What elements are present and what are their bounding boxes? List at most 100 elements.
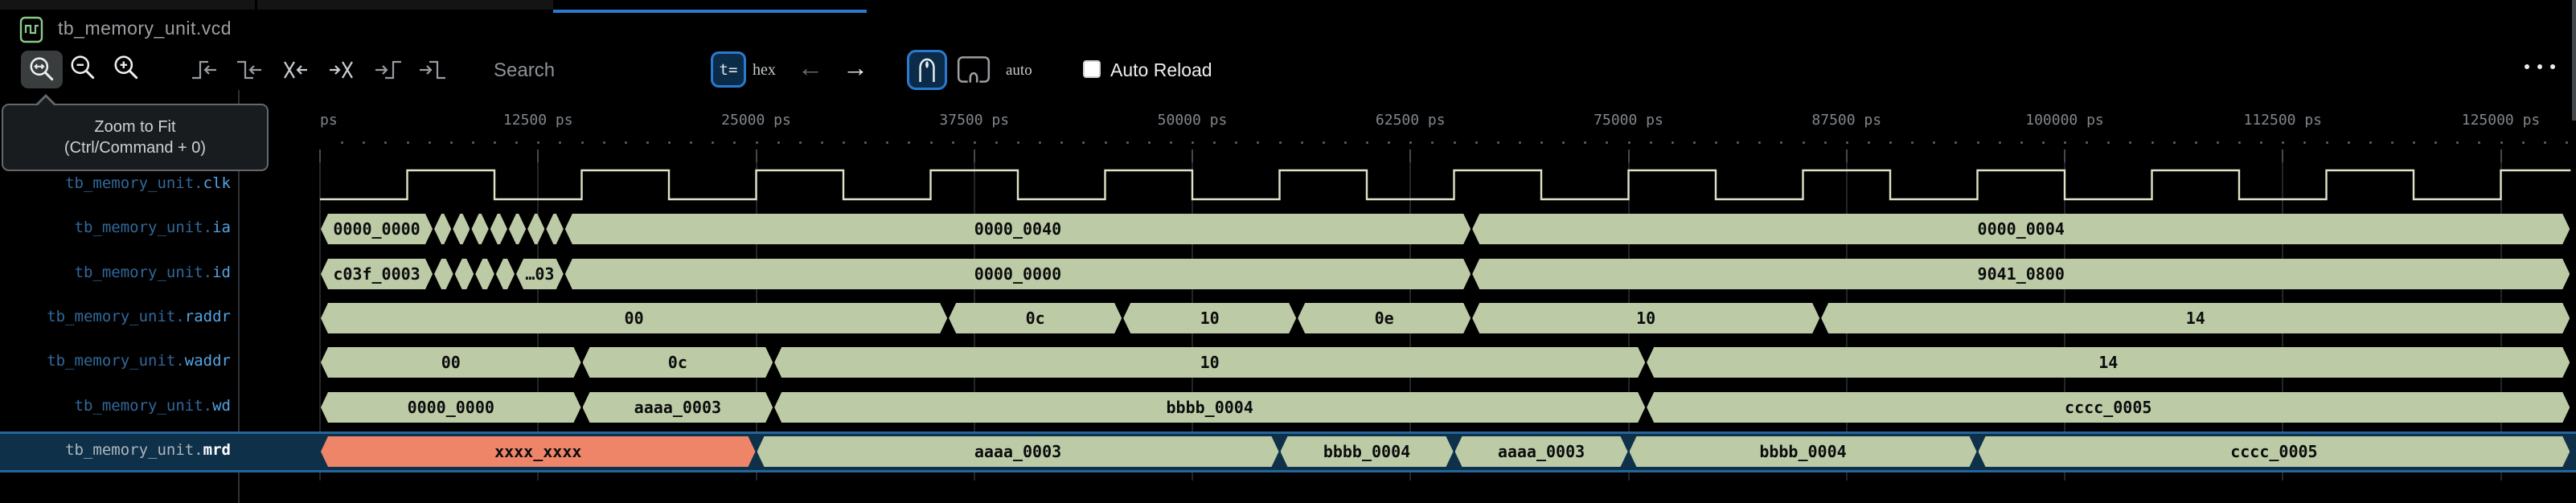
wave-segment[interactable]: 0000_0000 (321, 214, 433, 244)
minor-tick-dot (1343, 141, 1347, 144)
wave-segment[interactable]: 0e (1298, 303, 1471, 333)
signal-name-waddr[interactable]: tb_memory_unit.waddr (0, 352, 231, 370)
minor-tick-dot (2041, 141, 2045, 144)
wave-segment[interactable]: aaaa_0003 (757, 436, 1279, 467)
wave-segment[interactable] (490, 214, 507, 244)
minor-tick-dot (1126, 141, 1129, 144)
wave-segment[interactable] (527, 214, 544, 244)
minor-tick-dot (1627, 141, 1631, 144)
signal-name-id[interactable]: tb_memory_unit.id (0, 264, 231, 281)
signal-name-wd[interactable]: tb_memory_unit.wd (0, 397, 231, 415)
wave-segment[interactable]: 10 (774, 347, 1645, 378)
minor-tick-dot (929, 141, 933, 144)
signal-name-raddr[interactable]: tb_memory_unit.raddr (0, 308, 231, 325)
search-input[interactable] (492, 56, 656, 85)
minor-tick-dot (1780, 141, 1783, 144)
wave-segment[interactable] (434, 214, 451, 244)
wave-segment[interactable] (434, 259, 453, 289)
previous-rising-edge-button[interactable] (190, 55, 220, 85)
wave-segment[interactable]: c03f_0003 (321, 259, 433, 289)
minor-tick-dot (1606, 141, 1609, 144)
zoom-out-button[interactable] (68, 54, 97, 83)
wave-segment[interactable]: 0000_0000 (565, 259, 1471, 289)
wave-segment[interactable] (471, 214, 488, 244)
wave-segment[interactable]: 0000_0004 (1472, 214, 2570, 244)
ruler-label: 0 ps (319, 112, 338, 129)
signal-name-suffix: clk (203, 174, 231, 192)
previous-falling-edge-button[interactable] (235, 55, 265, 85)
minor-tick-dot (1147, 141, 1151, 144)
signal-name-clk[interactable]: tb_memory_unit.clk (0, 174, 231, 192)
tab-title[interactable]: tb_memory_unit.vcd (58, 18, 232, 39)
wave-segment[interactable]: 14 (1647, 347, 2570, 378)
wave-segment[interactable] (509, 214, 526, 244)
signal-name-suffix: waddr (184, 352, 231, 370)
wave-segment[interactable]: xxxx_xxxx (321, 436, 756, 467)
wave-segment[interactable]: bbbb_0004 (1630, 436, 1977, 467)
minor-tick-dot (1082, 141, 1085, 144)
scrollbar[interactable] (2572, 0, 2576, 121)
wave-segment[interactable] (453, 214, 470, 244)
wave-segment[interactable]: cccc_0005 (1647, 392, 2570, 423)
auto-reload-checkbox[interactable] (1083, 60, 1101, 78)
minor-tick-dot (2194, 141, 2197, 144)
wave-segment[interactable]: 10 (1472, 303, 1819, 333)
wave-segment[interactable] (496, 259, 515, 289)
wave-segment[interactable]: 0c (949, 303, 1122, 333)
zoom-in-button[interactable] (112, 54, 141, 83)
segment-value: 0000_0004 (1977, 219, 2065, 239)
minor-tick-dot (2325, 141, 2328, 144)
wave-segment[interactable] (475, 259, 494, 289)
minor-tick-dot (2064, 141, 2066, 144)
zoom-to-fit-button[interactable] (21, 51, 63, 88)
next-marker-arrow-button[interactable]: → (843, 53, 868, 82)
mouse-scroll-mode-button[interactable] (907, 50, 947, 90)
wave-segment[interactable]: 0c (583, 347, 773, 378)
next-falling-edge-button[interactable] (417, 55, 448, 85)
minor-tick-dot (2543, 141, 2546, 144)
next-rising-edge-button[interactable] (373, 55, 404, 85)
minor-tick-dot (2434, 141, 2438, 144)
wave-segment[interactable] (546, 214, 563, 244)
touchpad-scroll-mode-button[interactable] (955, 53, 992, 87)
minor-tick-dot (2303, 141, 2307, 144)
minor-tick-dot (1366, 141, 1368, 144)
more-actions-button[interactable] (2525, 64, 2555, 69)
time-format-label: t= (719, 60, 738, 79)
minor-tick-dot (2107, 141, 2110, 144)
minor-tick-dot (2020, 141, 2023, 144)
wave-segment[interactable]: 10 (1123, 303, 1296, 333)
wave-segment[interactable]: 14 (1821, 303, 2570, 333)
signal-name-suffix: id (212, 264, 231, 281)
wave-segment[interactable]: bbbb_0004 (1281, 436, 1454, 467)
wave-segment[interactable]: 0000_0000 (321, 392, 581, 423)
wave-segment[interactable]: 00 (321, 303, 947, 333)
segment-value: xxxx_xxxx (494, 442, 582, 461)
segment-value: 9041_0800 (1977, 264, 2065, 284)
next-transition-button[interactable] (326, 55, 357, 85)
wave-segment[interactable]: …03 (516, 259, 564, 289)
segment-value: 0000_0000 (333, 219, 420, 239)
minor-tick-dot (2151, 141, 2154, 144)
wave-segment[interactable]: 00 (321, 347, 581, 378)
tooltip-line1: Zoom to Fit (94, 118, 176, 136)
signal-name-prefix: tb_memory_unit. (47, 352, 185, 370)
wave-segment[interactable]: bbbb_0004 (774, 392, 1645, 423)
major-tick (2500, 149, 2502, 162)
wave-segment[interactable]: 0000_0040 (565, 214, 1471, 244)
wave-segment[interactable] (455, 259, 474, 289)
major-tick (1845, 149, 1848, 162)
touchpad-scroll-icon (957, 56, 991, 83)
wave-segment[interactable]: aaaa_0003 (1455, 436, 1628, 467)
previous-transition-button[interactable] (280, 55, 310, 85)
wave-segment[interactable]: cccc_0005 (1979, 436, 2570, 467)
minor-tick-dot (2129, 141, 2132, 144)
time-format-button[interactable]: t= (711, 51, 746, 88)
wave-segment[interactable]: 9041_0800 (1472, 259, 2570, 289)
previous-marker-arrow-button[interactable]: ← (798, 53, 823, 82)
names-panel-border[interactable] (238, 90, 240, 503)
signal-name-mrd[interactable]: tb_memory_unit.mrd (0, 441, 231, 459)
signal-name-ia[interactable]: tb_memory_unit.ia (0, 219, 231, 236)
wave-segment[interactable]: aaaa_0003 (583, 392, 773, 423)
